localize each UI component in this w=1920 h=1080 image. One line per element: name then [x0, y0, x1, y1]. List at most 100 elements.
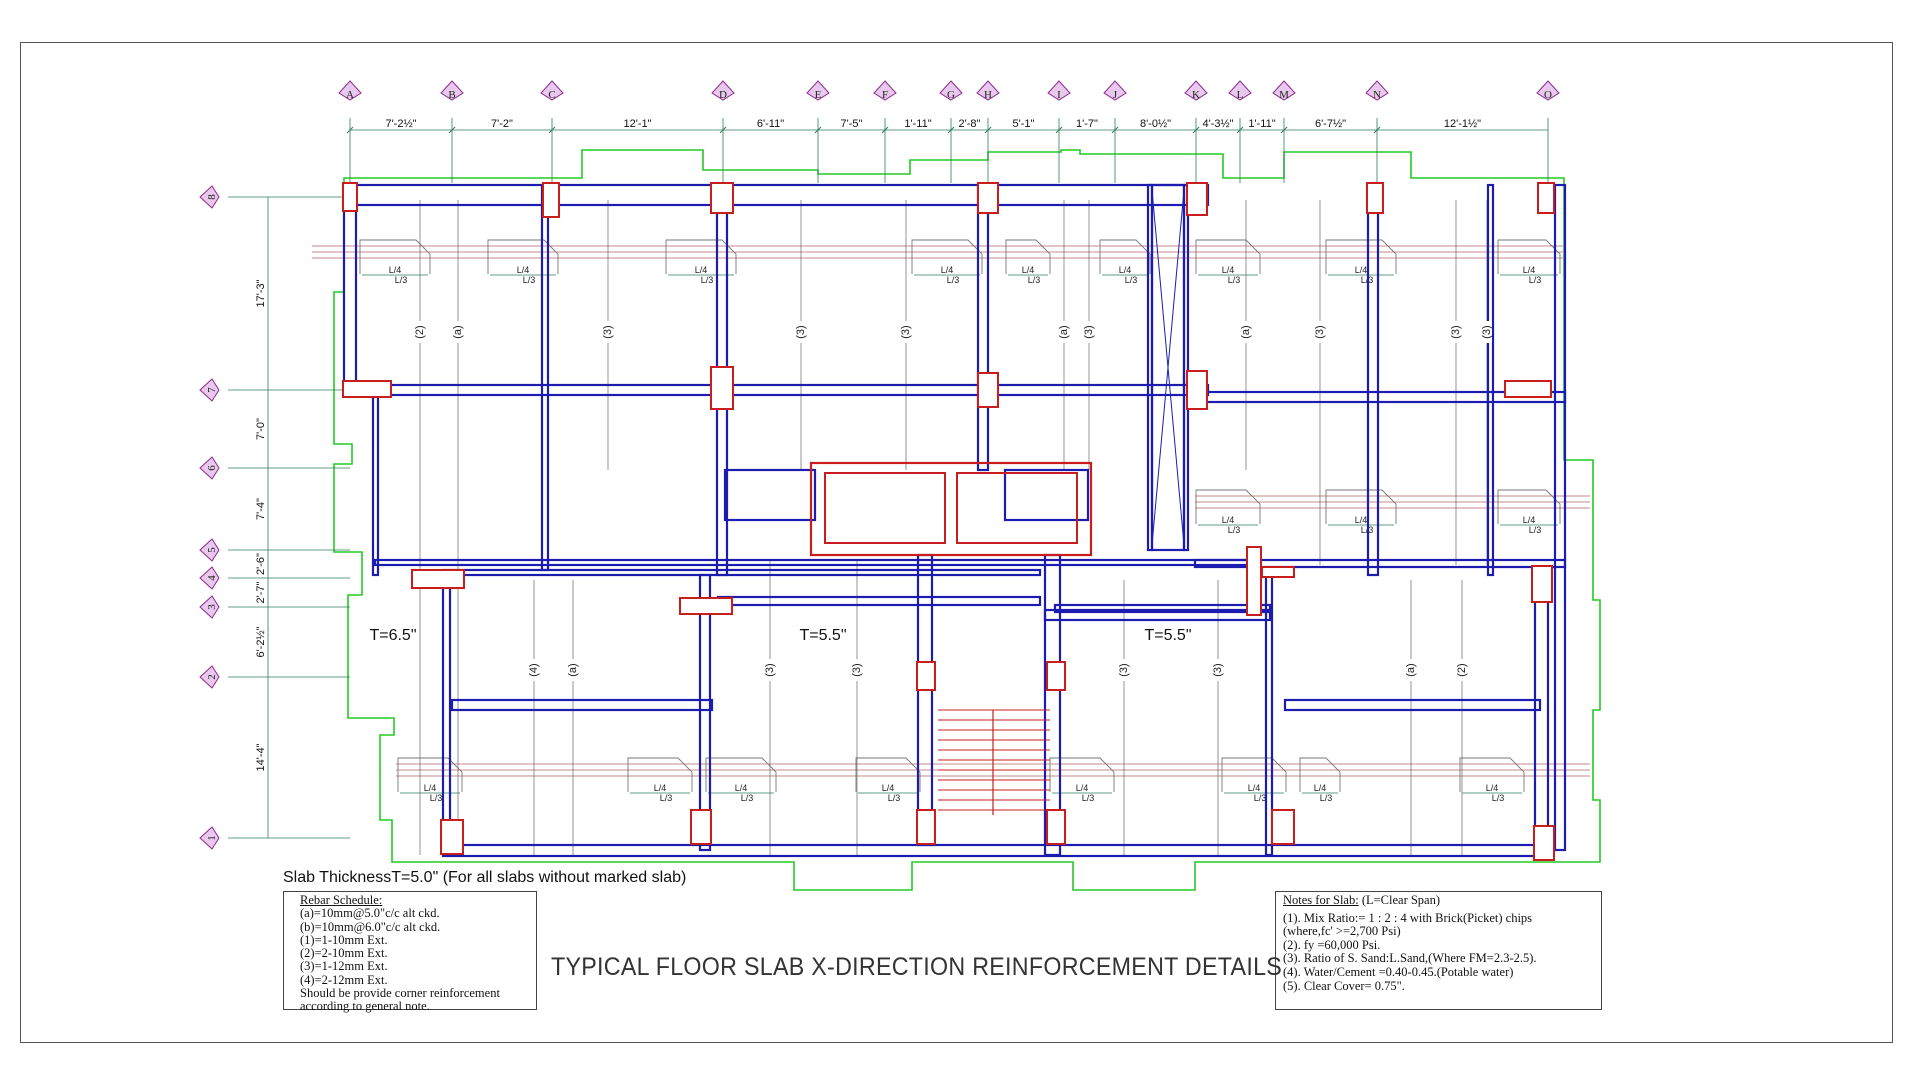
grid-bubble-column	[1184, 80, 1208, 101]
bar-mark-bg	[1084, 321, 1094, 343]
beam	[1553, 183, 1567, 852]
slab-thickness-labels: T=6.5"T=5.5"T=5.5"	[369, 627, 1191, 644]
grid-bubble-column	[1272, 80, 1296, 101]
slab-note-line: (1). Mix Ratio:= 1 : 2 : 4 with Brick(Pi…	[1283, 910, 1533, 925]
crank-bar	[359, 239, 431, 274]
slab-outline	[333, 149, 1601, 891]
beam	[371, 393, 380, 577]
anchorage-label-third: L/3	[1492, 793, 1505, 803]
dimension-label-left: 14'-4"	[255, 743, 267, 771]
grid-bubble-label: 2	[206, 674, 218, 680]
bar-mark-bg	[529, 659, 539, 681]
crank-bar	[1049, 757, 1115, 792]
beam	[1003, 468, 1090, 522]
column	[342, 380, 392, 398]
grid-bubble-label: J	[1113, 89, 1118, 101]
bar-mark-bg	[1059, 321, 1069, 343]
dimension-tick	[1373, 126, 1381, 134]
anchorage-label-quarter: L/4	[941, 265, 954, 275]
bar-mark-bg	[852, 659, 862, 681]
dimension-label-top: 5'-1"	[1013, 118, 1035, 130]
beam	[716, 595, 1042, 607]
dimension-label-top: 6'-11"	[757, 118, 784, 130]
anchorage-label-quarter: L/4	[1022, 265, 1035, 275]
slab-thickness-note: Slab ThicknessT=5.0" (For all slabs with…	[283, 869, 687, 886]
anchorage-label-third: L/3	[1125, 275, 1138, 285]
bar-mark-bg	[1119, 659, 1129, 681]
rebar-schedule-line: (b)=10mm@6.0"c/c alt ckd.	[300, 919, 441, 934]
anchorage-label-quarter: L/4	[1523, 265, 1536, 275]
rebar-schedule-line: (4)=2-12mm Ext.	[300, 972, 388, 987]
grid-bubble-row	[199, 456, 220, 480]
dimension-tick	[947, 126, 955, 134]
beam	[698, 573, 712, 852]
column	[1531, 565, 1553, 603]
column	[710, 366, 734, 410]
bar-mark: (2)	[1456, 663, 1468, 676]
column	[1271, 809, 1295, 845]
rebar-schedule-line: (1)=1-10mm Ext.	[300, 932, 388, 947]
anchorage-label-third: L/3	[1254, 793, 1267, 803]
beam	[441, 568, 1042, 577]
beam	[342, 183, 358, 392]
anchorage-label-quarter: L/4	[882, 783, 895, 793]
grid-bubble-column	[1228, 80, 1252, 101]
grid-bubble-row	[199, 185, 220, 209]
dimension-label-left: 2'-6"	[255, 553, 267, 575]
anchorage-label-quarter: L/4	[1119, 265, 1132, 275]
grid-bubble-label: 8	[206, 194, 218, 200]
grid-bubble-column	[711, 80, 735, 101]
rebar-schedule-line: (2)=2-10mm Ext.	[300, 946, 388, 961]
anchorage-label-third: L/3	[1529, 275, 1542, 285]
dimension-label-top: 1'-7"	[1076, 118, 1098, 130]
anchorage-label-quarter: L/4	[1355, 265, 1368, 275]
stair-core-room	[824, 472, 946, 544]
grid-lines	[228, 118, 1549, 839]
dimension-tick	[1111, 126, 1119, 134]
column	[1186, 370, 1208, 410]
grid-bubble-row	[199, 538, 220, 562]
column	[916, 809, 936, 845]
rebar-schedule-line: (3)=1-12mm Ext.	[300, 959, 388, 974]
bar-mark: (3)	[900, 325, 912, 338]
crank-bar	[705, 757, 777, 792]
anchorage-label-quarter: L/4	[735, 783, 748, 793]
crank-bar	[1325, 239, 1397, 274]
bar-mark-bg	[603, 321, 613, 343]
crank-bar	[855, 757, 921, 792]
grid-bubble-label: 3	[206, 604, 218, 610]
drawing-frame	[20, 42, 1893, 1043]
column	[1046, 661, 1066, 691]
drawing-title: TYPICAL FLOOR SLAB X-DIRECTION REINFORCE…	[551, 953, 1283, 981]
rebar-schedule-title: Rebar Schedule:	[300, 893, 383, 907]
grid-bubble-label: 7	[206, 387, 218, 393]
beam	[1366, 183, 1380, 577]
beam	[540, 183, 550, 572]
beam	[1283, 698, 1542, 712]
grid-bubble-label: H	[984, 89, 992, 101]
grid-bubble-label: F	[882, 89, 888, 101]
slab-note-line: (4). Water/Cement =0.40-0.45.(Potable wa…	[1283, 964, 1514, 979]
beam	[450, 698, 714, 712]
beam	[1533, 568, 1550, 857]
column	[1046, 809, 1066, 845]
bar-mark: (3)	[602, 325, 614, 338]
anchorage-label-quarter: L/4	[1523, 515, 1536, 525]
grid-bubble-label: D	[719, 89, 727, 101]
slab-notes-box: Notes for Slab: (L=Clear Span) (1). Mix …	[1275, 891, 1602, 1010]
anchorage-label-third: L/3	[1529, 525, 1542, 535]
dimension-tick	[984, 126, 992, 134]
grid-bubble-column	[939, 80, 963, 101]
bar-mark-bg	[568, 659, 578, 681]
grid-bubble-label: K	[1192, 89, 1200, 101]
grid-bubble-column	[873, 80, 897, 101]
column	[1366, 182, 1384, 214]
column	[977, 372, 999, 408]
column	[411, 569, 465, 589]
grid-bubble-row	[199, 378, 220, 402]
column	[342, 182, 358, 212]
dimension-tick	[448, 126, 456, 134]
slab-thickness-label: T=6.5"	[369, 627, 416, 644]
dimension-label-left: 6'-2½"	[255, 626, 267, 657]
column	[977, 182, 999, 214]
